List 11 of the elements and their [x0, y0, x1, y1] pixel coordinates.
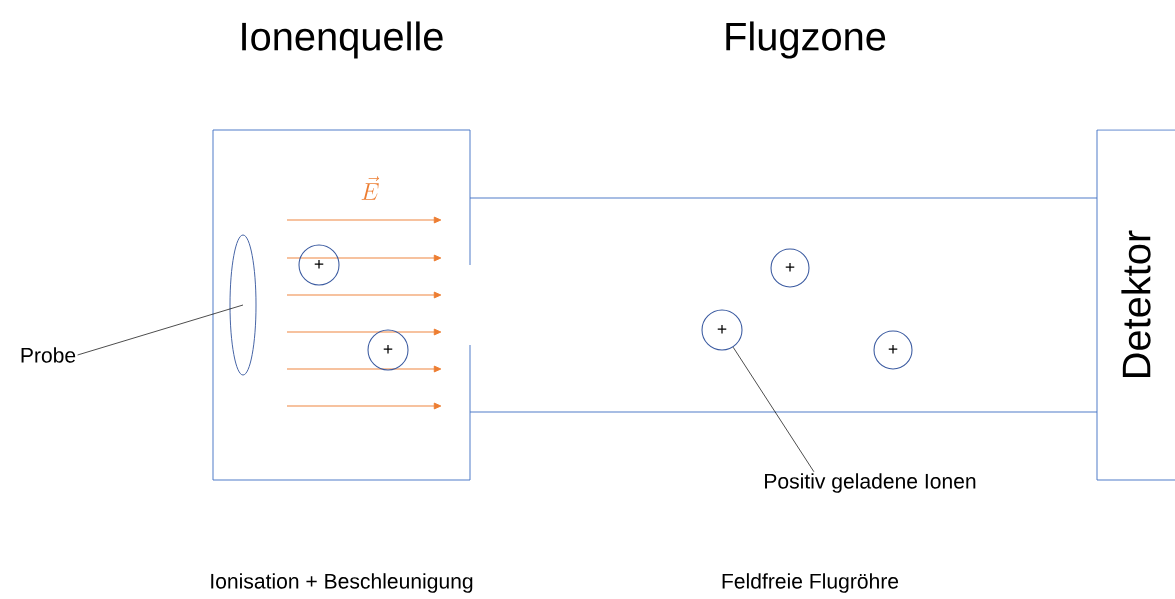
field-vector-symbol: $\vec{E}$: [361, 176, 380, 200]
label-text: Positiv geladene Ionen: [765, 473, 976, 493]
label-text: Probe: [21, 347, 76, 363]
heading: Flugzone: [726, 21, 886, 59]
heading: Ionenquelle: [242, 21, 443, 59]
leader-line: [77, 304, 244, 356]
detector-box: Detektor: [1096, 129, 1175, 481]
caption: Feldfreie Flugröhre: [722, 573, 899, 593]
leader-line: [732, 346, 815, 473]
sample-ellipse: [229, 234, 257, 376]
caption: Ionisation + Beschleunigung: [211, 573, 473, 593]
